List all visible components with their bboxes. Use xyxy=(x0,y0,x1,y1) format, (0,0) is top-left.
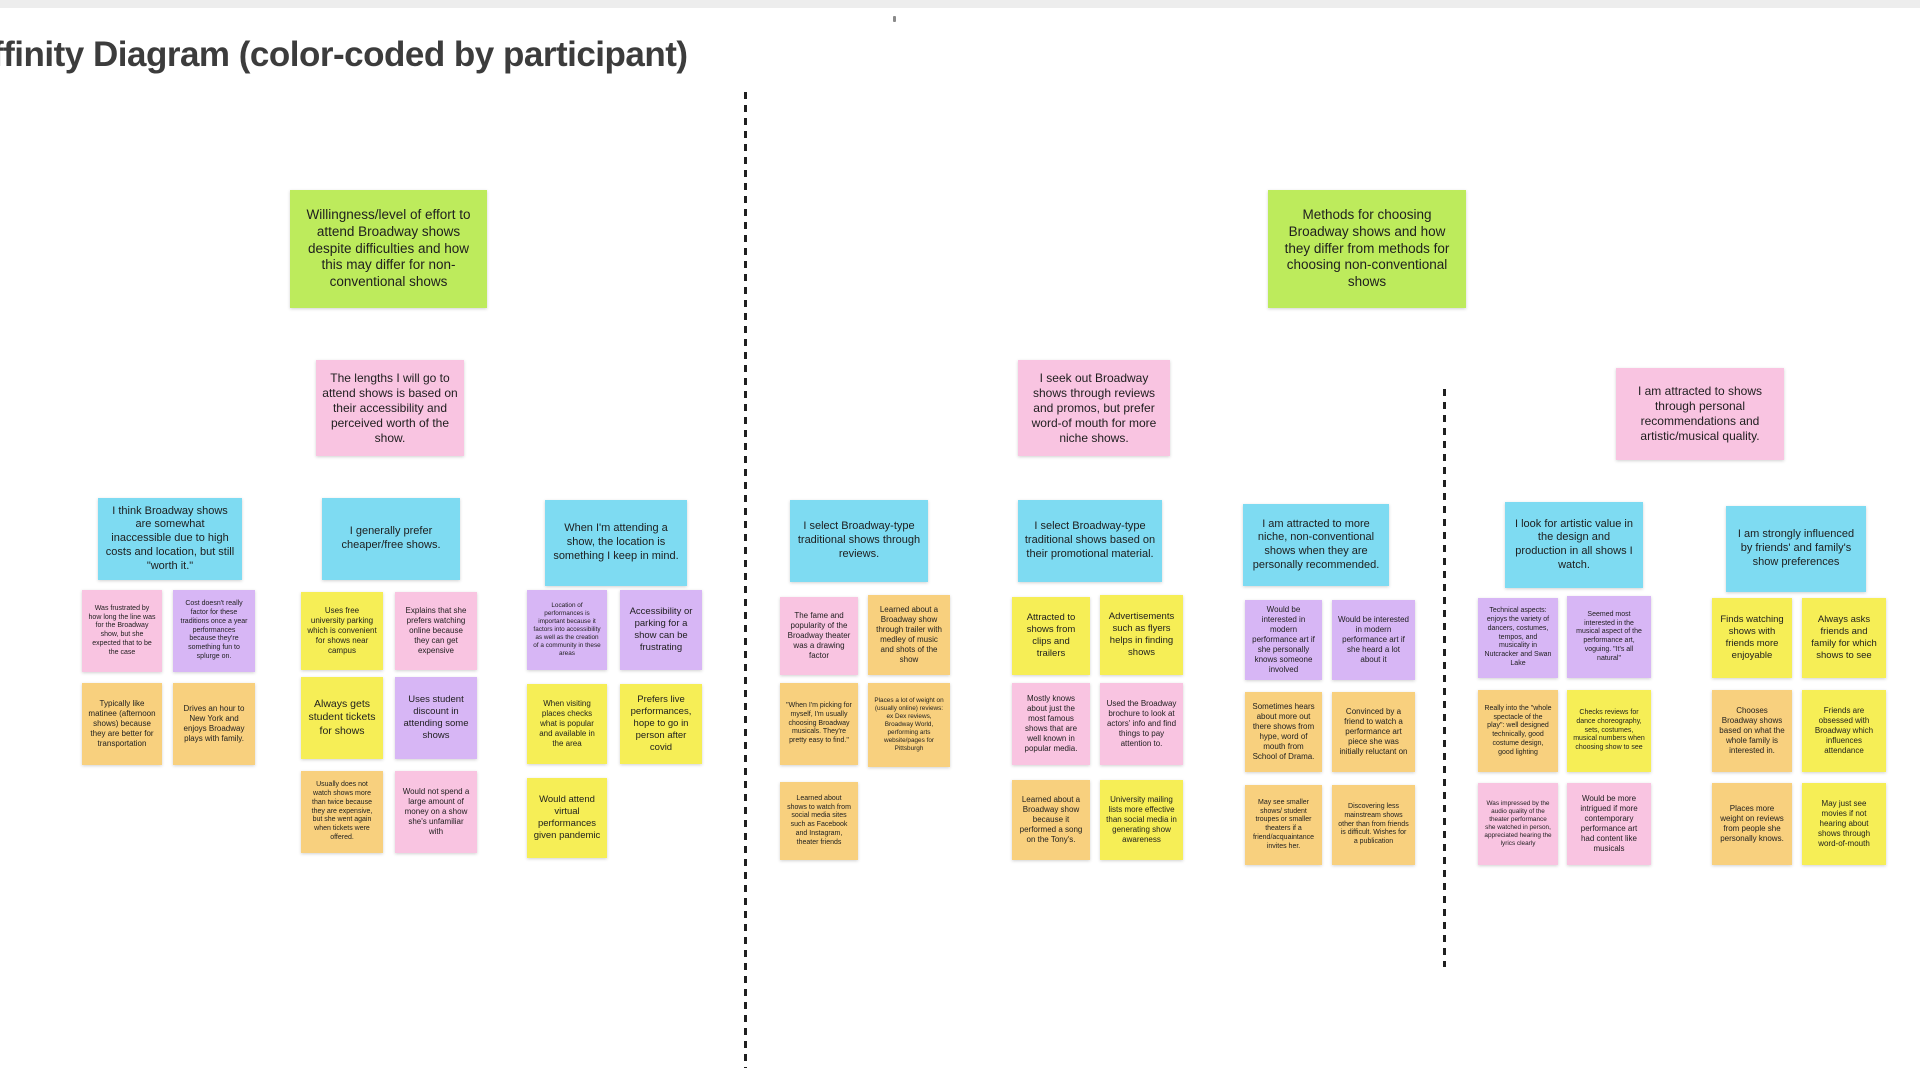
sticky-note[interactable]: Was impressed by the audio quality of th… xyxy=(1478,783,1558,865)
sticky-note[interactable]: Usually does not watch shows more than t… xyxy=(301,771,383,853)
top-strip xyxy=(0,0,1920,8)
sticky-theme[interactable]: Willingness/level of effort to attend Br… xyxy=(290,190,487,308)
sticky-note[interactable]: Would be interested in modern performanc… xyxy=(1332,600,1415,680)
sticky-category[interactable]: I select Broadway-type traditional shows… xyxy=(1018,500,1162,582)
sticky-category[interactable]: I think Broadway shows are somewhat inac… xyxy=(98,498,242,580)
sticky-note[interactable]: University mailing lists more effective … xyxy=(1100,780,1183,860)
sticky-note[interactable]: Seemed most interested in the musical as… xyxy=(1567,596,1651,678)
sticky-note[interactable]: Really into the "whole spectacle of the … xyxy=(1478,690,1558,772)
sticky-note[interactable]: Drives an hour to New York and enjoys Br… xyxy=(173,683,255,765)
sticky-note[interactable]: Learned about a Broadway show through tr… xyxy=(868,595,950,675)
sticky-note[interactable]: Mostly knows about just the most famous … xyxy=(1012,683,1090,765)
sticky-note[interactable]: Would be more intrigued if more contempo… xyxy=(1567,783,1651,865)
canvas-dot xyxy=(893,16,896,22)
sticky-subtheme[interactable]: I am attracted to shows through personal… xyxy=(1616,368,1784,460)
sticky-note[interactable]: Learned about shows to watch from social… xyxy=(780,782,858,860)
sticky-note[interactable]: Uses free university parking which is co… xyxy=(301,592,383,670)
sticky-note[interactable]: Attracted to shows from clips and traile… xyxy=(1012,597,1090,675)
sticky-note[interactable]: Places a lot of weight on (usually onlin… xyxy=(868,683,950,767)
sticky-subtheme[interactable]: I seek out Broadway shows through review… xyxy=(1018,360,1170,456)
sticky-note[interactable]: Uses student discount in attending some … xyxy=(395,677,477,759)
sticky-note[interactable]: Always asks friends and family for which… xyxy=(1802,598,1886,678)
sticky-note[interactable]: "When I'm picking for myself, I'm usuall… xyxy=(780,683,858,765)
sticky-note[interactable]: Prefers live performances, hope to go in… xyxy=(620,684,702,764)
sticky-note[interactable]: The fame and popularity of the Broadway … xyxy=(780,597,858,675)
sticky-note[interactable]: Technical aspects: enjoys the variety of… xyxy=(1478,598,1558,678)
sticky-note[interactable]: Location of performances is important be… xyxy=(527,590,607,670)
sticky-note[interactable]: When visiting places checks what is popu… xyxy=(527,684,607,764)
sticky-note[interactable]: Places more weight on reviews from peopl… xyxy=(1712,783,1792,865)
sticky-theme[interactable]: Methods for choosing Broadway shows and … xyxy=(1268,190,1466,308)
sticky-category[interactable]: I look for artistic value in the design … xyxy=(1505,502,1643,588)
sticky-note[interactable]: Would be interested in modern performanc… xyxy=(1245,600,1322,680)
page-title: ffinity Diagram (color-coded by particip… xyxy=(0,35,688,75)
section-divider xyxy=(744,92,747,1068)
sticky-note[interactable]: Chooses Broadway shows based on what the… xyxy=(1712,690,1792,772)
sticky-note[interactable]: Used the Broadway brochure to look at ac… xyxy=(1100,683,1183,765)
sticky-note[interactable]: Learned about a Broadway show because it… xyxy=(1012,780,1090,860)
sticky-category[interactable]: I select Broadway-type traditional shows… xyxy=(790,500,928,582)
sticky-note[interactable]: Explains that she prefers watching onlin… xyxy=(395,592,477,670)
sticky-note[interactable]: Friends are obsessed with Broadway which… xyxy=(1802,690,1886,772)
sticky-note[interactable]: May see smaller shows/ student troupes o… xyxy=(1245,785,1322,865)
sticky-category[interactable]: I am attracted to more niche, non-conven… xyxy=(1243,504,1389,586)
sticky-note[interactable]: Was frustrated by how long the line was … xyxy=(82,590,162,672)
sticky-category[interactable]: I generally prefer cheaper/free shows. xyxy=(322,498,460,580)
sticky-note[interactable]: Advertisements such as flyers helps in f… xyxy=(1100,595,1183,675)
sticky-category[interactable]: When I'm attending a show, the location … xyxy=(545,500,687,586)
section-divider xyxy=(1443,389,1446,967)
sticky-note[interactable]: Typically like matinee (afternoon shows)… xyxy=(82,683,162,765)
sticky-category[interactable]: I am strongly influenced by friends' and… xyxy=(1726,506,1866,592)
sticky-note[interactable]: Convinced by a friend to watch a perform… xyxy=(1332,692,1415,772)
sticky-note[interactable]: Always gets student tickets for shows xyxy=(301,677,383,759)
sticky-note[interactable]: Discovering less mainstream shows other … xyxy=(1332,785,1415,865)
sticky-note[interactable]: Would not spend a large amount of money … xyxy=(395,771,477,853)
sticky-note[interactable]: Accessibility or parking for a show can … xyxy=(620,590,702,670)
sticky-note[interactable]: Finds watching shows with friends more e… xyxy=(1712,598,1792,678)
sticky-subtheme[interactable]: The lengths I will go to attend shows is… xyxy=(316,360,464,456)
sticky-note[interactable]: Sometimes hears about more out there sho… xyxy=(1245,692,1322,772)
sticky-note[interactable]: May just see movies if not hearing about… xyxy=(1802,783,1886,865)
sticky-note[interactable]: Checks reviews for dance choreography, s… xyxy=(1567,690,1651,772)
sticky-note[interactable]: Would attend virtual performances given … xyxy=(527,778,607,858)
sticky-note[interactable]: Cost doesn't really factor for these tra… xyxy=(173,590,255,672)
